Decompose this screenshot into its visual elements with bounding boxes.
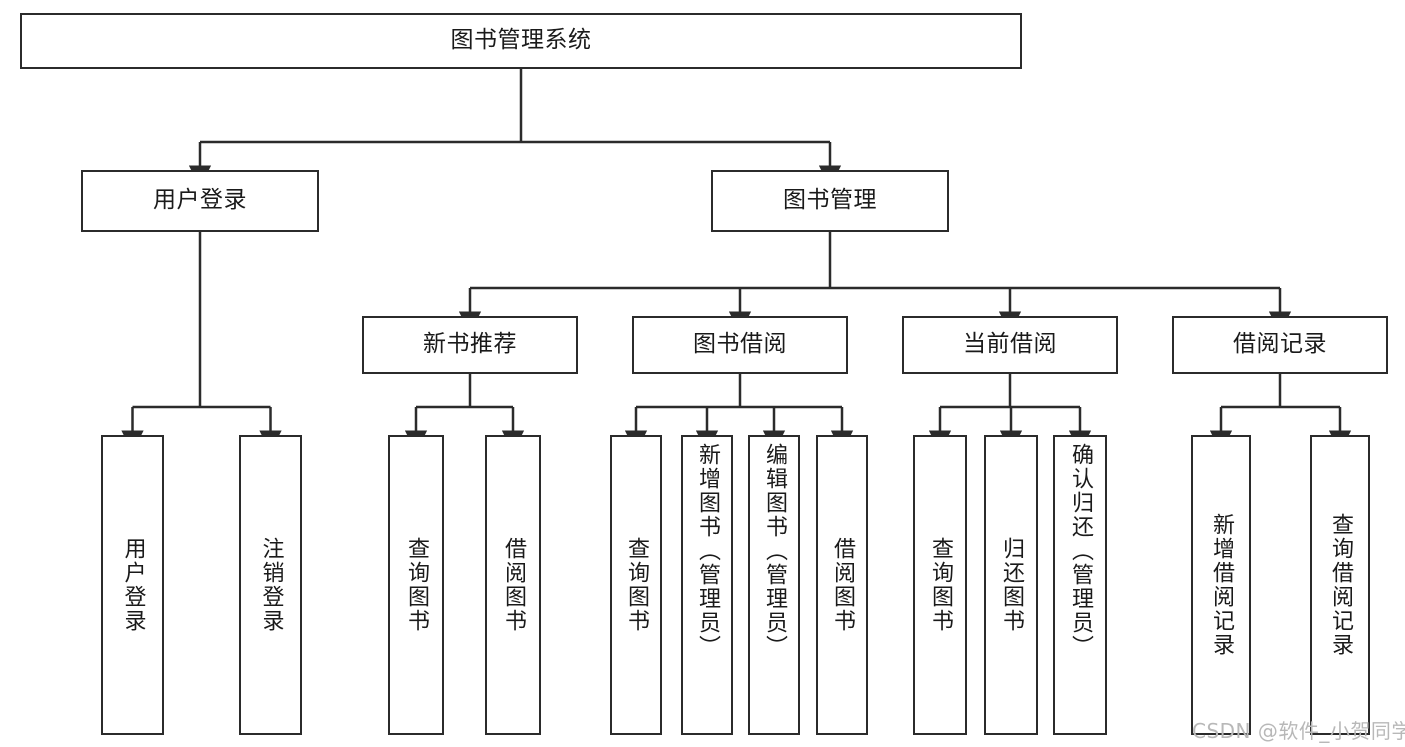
node-label: 注销登录 [258,537,284,633]
node-leaf-borrow-book-2[interactable]: 借阅图书 [816,435,868,735]
node-leaf-query-book-1[interactable]: 查询图书 [388,435,444,735]
node-leaf-borrow-book-1[interactable]: 借阅图书 [485,435,541,735]
node-label: 新增借阅记录 [1209,513,1234,657]
node-label: 查询图书 [624,537,649,633]
node-user-login[interactable]: 用户登录 [81,170,319,232]
node-leaf-query-book-2[interactable]: 查询图书 [610,435,662,735]
node-label: 查询借阅记录 [1328,513,1353,657]
node-new-book-recommend[interactable]: 新书推荐 [362,316,578,374]
node-book-manage[interactable]: 图书管理 [711,170,949,232]
node-label: 借阅图书 [501,537,526,633]
node-label: 归还图书 [999,537,1024,633]
node-label: 查询图书 [928,537,953,633]
node-leaf-user-login[interactable]: 用户登录 [101,435,164,735]
node-leaf-add-book[interactable]: 新增图书（管理员） [681,435,733,735]
node-label: 用户登录 [153,187,247,214]
node-label: 用户登录 [120,537,146,633]
node-label: 图书管理 [783,187,877,214]
node-borrow-record[interactable]: 借阅记录 [1172,316,1388,374]
node-root[interactable]: 图书管理系统 [20,13,1022,69]
connector-lines [121,69,1352,453]
node-leaf-logout[interactable]: 注销登录 [239,435,302,735]
node-leaf-confirm-return[interactable]: 确认归还（管理员） [1053,435,1107,735]
node-label: 新增图书（管理员） [695,443,720,659]
node-label: 确认归还（管理员） [1068,443,1093,659]
node-label: 图书管理系统 [450,27,592,54]
node-leaf-return-book[interactable]: 归还图书 [984,435,1038,735]
node-label: 当前借阅 [963,331,1057,358]
node-leaf-add-record[interactable]: 新增借阅记录 [1191,435,1251,735]
node-current-borrow[interactable]: 当前借阅 [902,316,1118,374]
node-label: 新书推荐 [423,331,517,358]
node-leaf-edit-book[interactable]: 编辑图书（管理员） [748,435,800,735]
node-leaf-query-book-3[interactable]: 查询图书 [913,435,967,735]
node-label: 借阅图书 [830,537,855,633]
node-leaf-query-record[interactable]: 查询借阅记录 [1310,435,1370,735]
node-label: 查询图书 [404,537,429,633]
node-label: 借阅记录 [1233,331,1327,358]
node-label: 图书借阅 [693,331,787,358]
node-label: 编辑图书（管理员） [762,443,787,659]
node-book-borrow[interactable]: 图书借阅 [632,316,848,374]
